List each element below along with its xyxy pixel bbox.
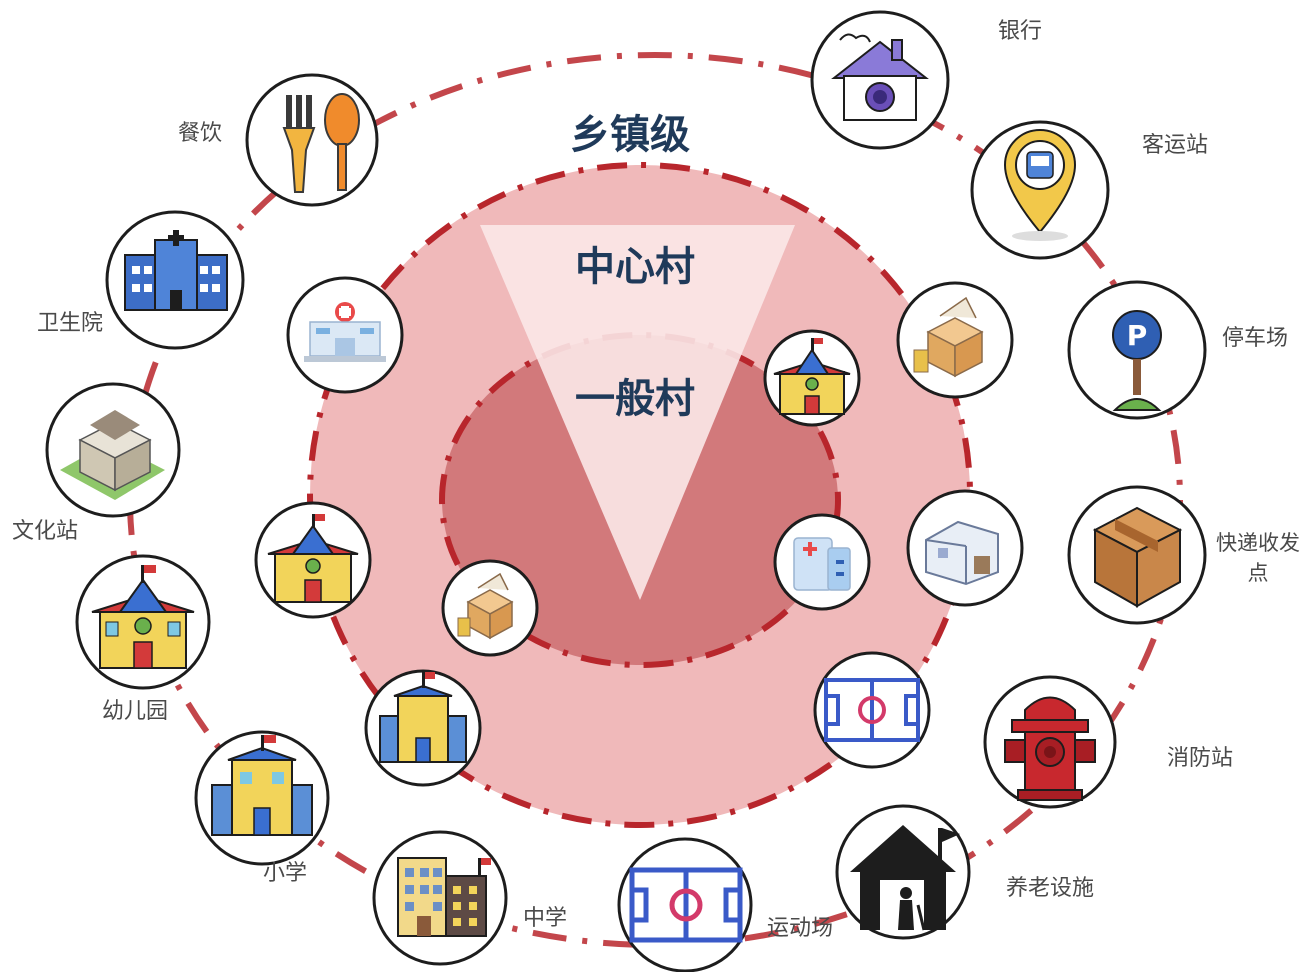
- kindergarten-badge: [75, 554, 211, 690]
- school-building-icon: [211, 735, 313, 836]
- sports-field-badge-central: [813, 651, 931, 769]
- elderly-care-label: 养老设施: [1006, 876, 1094, 901]
- middle-school-label: 中学: [523, 906, 567, 931]
- bank-badge: [810, 10, 950, 150]
- fire-hydrant-icon: [1004, 696, 1096, 801]
- bank-label: 银行: [998, 19, 1042, 44]
- express-badge-central: [896, 281, 1014, 399]
- fire-station-badge: [983, 675, 1117, 809]
- parcel-pile-icon: [913, 296, 984, 378]
- bus-station-badge: [970, 120, 1110, 260]
- soccer-field-icon: [629, 867, 743, 943]
- kindergarten-label: 幼儿园: [102, 699, 168, 724]
- kindergarten-badge-central: [254, 501, 372, 619]
- hospital-building-icon: [124, 230, 228, 311]
- clinic-building-icon: [793, 537, 851, 591]
- parcel-box-icon: [1092, 506, 1183, 608]
- culture-station-label: 文化站: [12, 519, 78, 544]
- express-badge-general: [441, 559, 539, 657]
- soccer-field-icon: [824, 678, 920, 742]
- svg-text:P: P: [1127, 319, 1148, 352]
- bus-location-pin-icon: [1003, 129, 1077, 241]
- dining-label: 餐饮: [178, 121, 222, 146]
- school-house-icon: [773, 338, 851, 415]
- elderly-house-icon: [850, 825, 960, 931]
- clinic-building-icon: [304, 302, 386, 362]
- primary-school-badge: [194, 730, 330, 866]
- parking-label: 停车场: [1222, 326, 1288, 351]
- parking-sign-icon: P: [1112, 310, 1162, 411]
- apartment-school-icon: [397, 857, 491, 937]
- central-village-title: 中心村: [575, 244, 695, 290]
- middle-school-badge: [372, 830, 508, 966]
- kindergarten-badge-central-right: [763, 329, 861, 427]
- bank-house-icon: [831, 33, 929, 121]
- sports-field-badge: [617, 837, 753, 972]
- sports-field-label: 运动场: [767, 916, 833, 941]
- parcel-pile-icon: [457, 572, 514, 640]
- service-building-icon: [925, 520, 999, 586]
- fork-spoon-icon: [282, 93, 360, 193]
- township-level-title: 乡镇级: [570, 112, 690, 158]
- school-house-icon: [267, 514, 359, 603]
- parking-badge: P: [1067, 280, 1207, 420]
- cultural-building-icon: [60, 410, 165, 500]
- elderly-care-badge: [835, 804, 971, 940]
- school-building-icon: [379, 672, 467, 763]
- primary-school-badge-central: [364, 669, 482, 787]
- primary-school-label: 小学: [263, 861, 307, 886]
- clinic-badge-general: [773, 513, 871, 611]
- service-badge-central: [906, 489, 1024, 607]
- school-house-icon: [91, 565, 195, 669]
- health-center-label: 卫生院: [37, 311, 103, 336]
- culture-station-badge: [45, 382, 181, 518]
- express-label-text: 快递收发点: [1216, 531, 1300, 585]
- health-center-badge: [105, 210, 245, 350]
- fire-station-label: 消防站: [1167, 746, 1233, 771]
- dining-badge: [245, 73, 379, 207]
- clinic-badge-central: [286, 276, 404, 394]
- bus-station-label: 客运站: [1142, 133, 1208, 158]
- express-badge: [1067, 485, 1207, 625]
- level-wedge: [480, 225, 795, 600]
- general-village-title: 一般村: [575, 376, 695, 422]
